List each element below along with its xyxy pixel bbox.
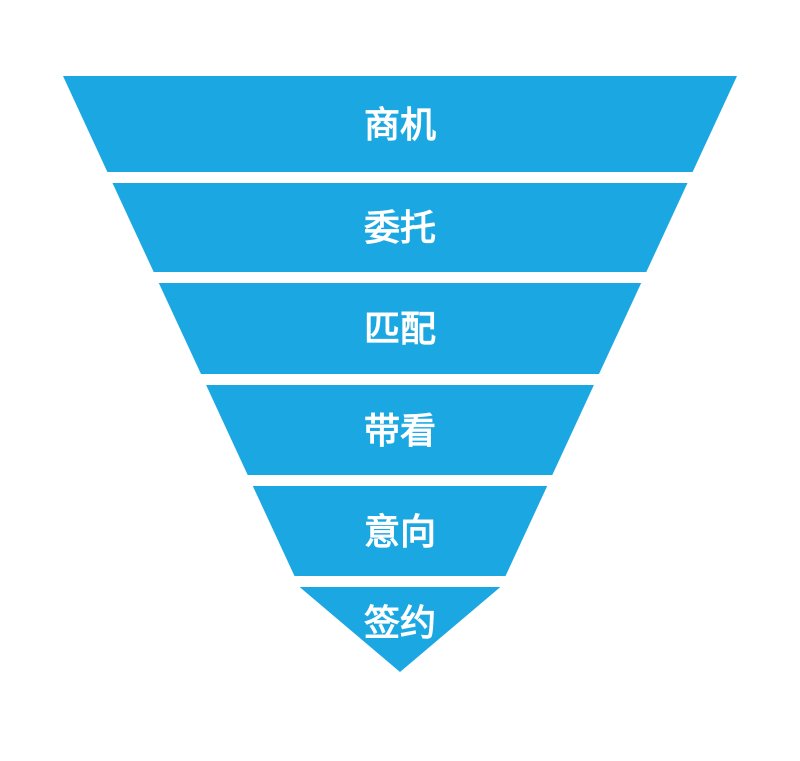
funnel-stage: 商机 — [63, 76, 737, 172]
funnel-stage: 委托 — [112, 183, 688, 272]
funnel-stage: 意向 — [252, 486, 548, 576]
funnel-stage-shape-4 — [206, 385, 594, 475]
funnel-stage: 匹配 — [158, 283, 642, 374]
funnel-stage-label: 意向 — [364, 512, 436, 553]
funnel-stage: 签约 — [299, 587, 501, 672]
funnel-stage-label: 带看 — [364, 411, 436, 452]
funnel-stage: 带看 — [206, 385, 594, 475]
funnel-stage-shape-1 — [63, 76, 737, 172]
funnel-stage-shape-3 — [158, 283, 642, 374]
funnel-stage-shape-2 — [112, 183, 688, 272]
funnel-stage-label: 签约 — [364, 603, 436, 644]
funnel-stage-label: 委托 — [364, 208, 436, 249]
funnel-stage-shape-5 — [252, 486, 548, 576]
funnel-stage-shape-6 — [299, 587, 501, 672]
funnel-stage-label: 商机 — [364, 105, 436, 146]
funnel-stage-label: 匹配 — [364, 309, 436, 350]
